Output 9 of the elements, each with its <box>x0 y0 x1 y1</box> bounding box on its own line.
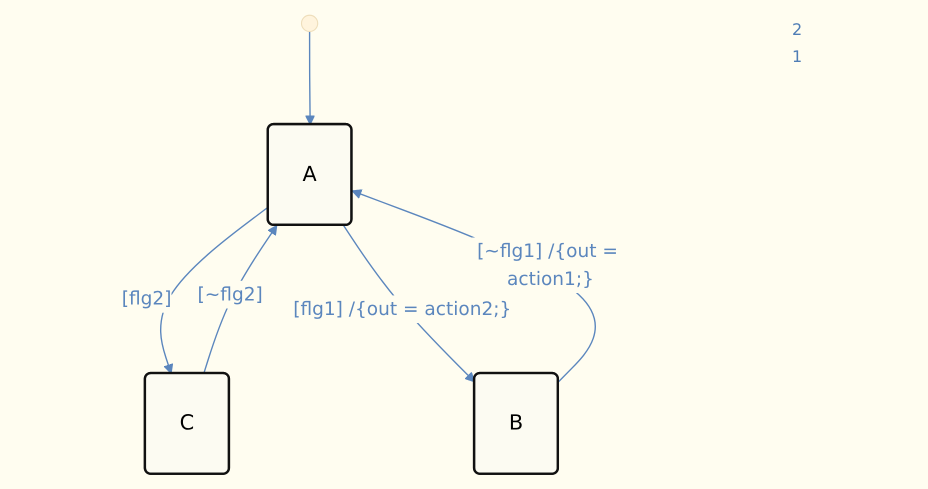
edge-label: [flg1] /{out = action2;} <box>293 298 512 320</box>
edge-label: [flg2] <box>122 287 172 310</box>
edge-label: [~flg2] <box>198 283 263 306</box>
arrow <box>160 206 269 374</box>
arrow <box>304 31 316 126</box>
priority-number: 1 <box>792 47 802 66</box>
priority-number: 2 <box>792 20 802 39</box>
node-circle <box>300 14 318 32</box>
edge-label: [~flg1] /{out = action1;} <box>477 240 618 290</box>
